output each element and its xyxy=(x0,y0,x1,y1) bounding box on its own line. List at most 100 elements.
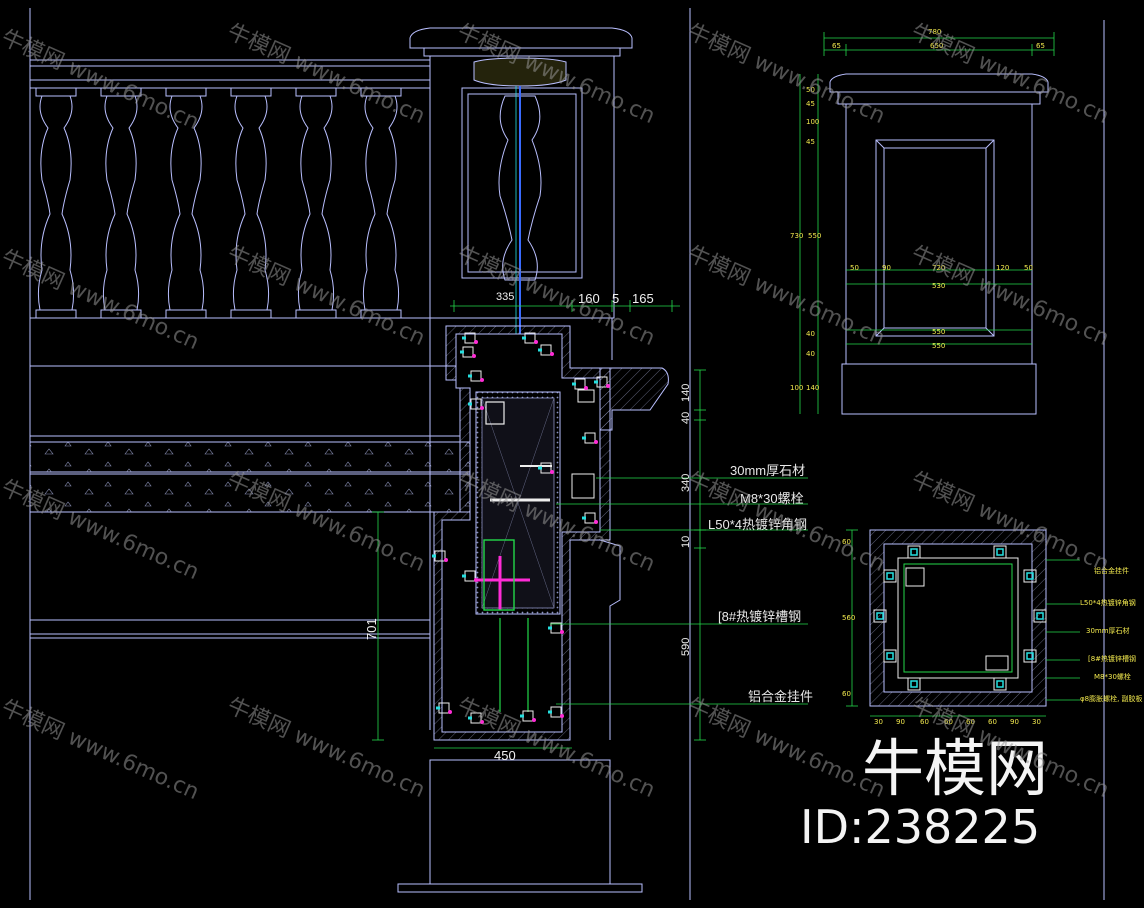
brand-id: ID:238225 xyxy=(800,800,1041,854)
baluster-row xyxy=(35,87,402,319)
plan-dim-bottom-5: 60 xyxy=(988,718,997,726)
plan-dim-bottom-6: 90 xyxy=(1010,718,1019,726)
plan-dimension-lines xyxy=(846,529,1080,717)
plan-dim-bottom-1: 90 xyxy=(896,718,905,726)
baluster-base xyxy=(165,309,207,319)
baluster-cap xyxy=(230,87,272,97)
plan-clip xyxy=(883,569,897,583)
baluster-cap xyxy=(165,87,207,97)
baluster-base xyxy=(230,309,272,319)
clip-bolt xyxy=(534,340,538,344)
elev-dim-top-780: 780 xyxy=(928,28,942,36)
clip-bolt xyxy=(584,386,588,390)
dim-right-10: 10 xyxy=(680,535,692,548)
baluster-base xyxy=(360,309,402,319)
baluster xyxy=(102,95,140,311)
plan-clip-core xyxy=(910,548,918,556)
plan-clip xyxy=(883,649,897,663)
clip-bolt xyxy=(606,384,610,388)
elev-dim-left-5: 550 xyxy=(808,232,822,240)
clip-bolt xyxy=(474,578,478,582)
dim-right-590: 590 xyxy=(680,637,692,656)
callout-stone: 30mm厚石材 xyxy=(730,463,806,478)
dim-bottom-450: 450 xyxy=(494,748,516,763)
clip-bolt xyxy=(594,520,598,524)
plan-clip xyxy=(907,545,921,559)
elev-dim-top-65b: 65 xyxy=(1036,42,1045,50)
elev-dim-left-7: 40 xyxy=(806,350,815,358)
elev-dim-left-3: 45 xyxy=(806,138,815,146)
elev-dim-inner-1: 90 xyxy=(882,264,891,272)
plan-callout-2: 30mm厚石材 xyxy=(1086,627,1130,635)
leader-lines xyxy=(550,477,808,705)
elevation-dimension-lines xyxy=(799,32,1055,414)
section-dimension-lines xyxy=(372,300,706,749)
plan-clip xyxy=(873,609,887,623)
plan-clip-core xyxy=(886,652,894,660)
plan-clip xyxy=(993,545,1007,559)
plan-clip xyxy=(907,677,921,691)
elev-dim-left-6: 40 xyxy=(806,330,815,338)
plan-clip-core xyxy=(996,680,1004,688)
elev-dim-inner-0: 50 xyxy=(850,264,859,272)
plan-clip-core xyxy=(996,548,1004,556)
dim-top-165: 165 xyxy=(632,291,654,306)
dim-top-160: 160 xyxy=(578,291,600,306)
floor-slab xyxy=(29,441,471,513)
callout-aluminum-hanger: 铝合金挂件 xyxy=(748,689,814,704)
plan-callout-3: [8#热镀锌槽钢 xyxy=(1088,655,1137,663)
plan-dim-bottom-0: 30 xyxy=(874,718,883,726)
clip-bolt xyxy=(480,720,484,724)
clip-bolt xyxy=(560,714,564,718)
clip-bolt xyxy=(480,406,484,410)
plan-callout-1: L50*4热镀锌角钢 xyxy=(1080,599,1136,607)
baluster-base xyxy=(35,309,77,319)
dim-top-5: 5 xyxy=(612,291,620,306)
plan-clip xyxy=(993,677,1007,691)
plan-clip-core xyxy=(1026,572,1034,580)
elev-dim-top-65a: 65 xyxy=(832,42,841,50)
clip-bolt xyxy=(480,378,484,382)
elev-dim-left-9: 140 xyxy=(806,384,820,392)
clip-bolt xyxy=(472,354,476,358)
elev-dim-inner-2: 720 xyxy=(932,264,946,272)
elev-dim-left-4: 730 xyxy=(790,232,804,240)
balustrade-elevation xyxy=(29,8,691,900)
plan-clip xyxy=(1023,569,1037,583)
plan-clip-core xyxy=(1036,612,1044,620)
plan-callout-0: 铝合金挂件 xyxy=(1094,567,1129,575)
elev-dim-inner-3: 120 xyxy=(996,264,1010,272)
baluster-cap xyxy=(35,87,77,97)
elev-dim-inner-5: 530 xyxy=(932,282,946,290)
clip-bolt xyxy=(474,340,478,344)
elev-dim-left-8: 100 xyxy=(790,384,804,392)
baluster-cap xyxy=(100,87,142,97)
plan-dim-left-2: 60 xyxy=(842,690,851,698)
plan-dim-bottom-2: 60 xyxy=(920,718,929,726)
pillar-plan-section xyxy=(869,529,1047,707)
elev-dim-left-1: 45 xyxy=(806,100,815,108)
callout-angle-steel: L50*4热镀锌角钢 xyxy=(708,517,807,532)
dim-right-140: 140 xyxy=(680,383,692,402)
clip-bolt xyxy=(532,718,536,722)
plan-dim-left-1: 560 xyxy=(842,614,856,622)
elev-dim-inner-4: 50 xyxy=(1024,264,1033,272)
plan-clips xyxy=(873,545,1047,691)
clip-bolt xyxy=(444,558,448,562)
plan-clip xyxy=(1033,609,1047,623)
pillar-front-elevation xyxy=(829,20,1105,900)
baluster-cap xyxy=(295,87,337,97)
plan-dim-bottom-4: 60 xyxy=(966,718,975,726)
plan-callout-4: M8*30螺栓 xyxy=(1094,673,1131,681)
dim-top-335: 335 xyxy=(496,291,515,303)
plan-callout-5: φ8膨胀螺栓, 副胶板 xyxy=(1080,695,1143,703)
plan-clip-core xyxy=(1026,652,1034,660)
baluster xyxy=(362,95,400,311)
clip-bolt xyxy=(594,440,598,444)
plan-clip-core xyxy=(910,680,918,688)
section-clips xyxy=(432,332,610,724)
plan-dim-left-0: 60 xyxy=(842,538,851,546)
baluster-base xyxy=(100,309,142,319)
elev-dim-inner-7: 550 xyxy=(932,342,946,350)
plan-clip xyxy=(1023,649,1037,663)
